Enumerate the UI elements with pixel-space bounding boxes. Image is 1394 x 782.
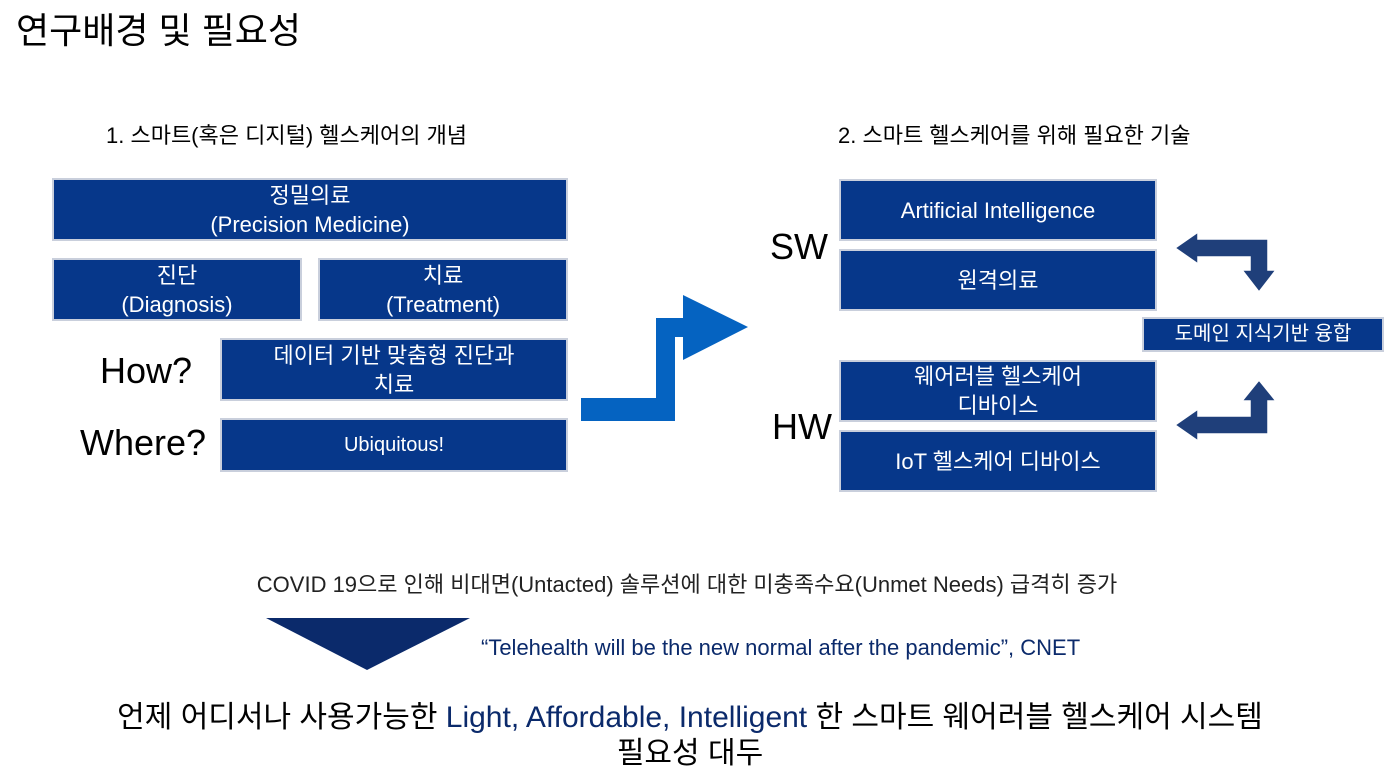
conclusion-line2: 필요성 대두 [616, 737, 764, 770]
domain-fusion-text: 도메인 지식기반 융합 [1174, 323, 1352, 345]
conclusion-highlight: Light, Affordable, Intelligent [445, 701, 808, 734]
conclusion-post: 한 스마트 웨어러블 헬스케어 시스템 [807, 701, 1263, 734]
cnet-quote: “Telehealth will be the new normal after… [481, 635, 1081, 660]
diagnosis-line2: (Diagnosis) [121, 291, 233, 317]
domain-fusion-box: 도메인 지식기반 융합 [1142, 317, 1384, 352]
iot-device-text: IoT 헬스케어 디바이스 [895, 448, 1101, 474]
ai-text: Artificial Intelligence [900, 197, 1096, 223]
precision-medicine-line1: 정밀의료 [269, 182, 351, 208]
diagnosis-line1: 진단 [156, 262, 198, 288]
wearable-device-box: 웨어러블 헬스케어 디바이스 [839, 360, 1157, 422]
ai-box: Artificial Intelligence [839, 179, 1157, 241]
precision-medicine-line2: (Precision Medicine) [210, 211, 410, 237]
page-title: 연구배경 및 필요성 [16, 10, 301, 51]
conclusion-line1: 언제 어디서나 사용가능한 Light, Affordable, Intelli… [0, 700, 1380, 736]
how-label: How? [100, 350, 193, 391]
wearable-device-line1: 웨어러블 헬스케어 [913, 364, 1083, 389]
hw-label: HW [772, 406, 832, 447]
treatment-box: 치료 (Treatment) [318, 258, 568, 321]
where-label: Where? [80, 422, 207, 463]
iot-device-box: IoT 헬스케어 디바이스 [839, 430, 1157, 492]
conclusion-pre: 언제 어디서나 사용가능한 [117, 701, 446, 734]
remote-medicine-box: 원격의료 [839, 249, 1157, 311]
right-section-heading: 2. 스마트 헬스케어를 위해 필요한 기술 [838, 123, 1191, 148]
ubiquitous-box: Ubiquitous! [220, 418, 568, 472]
left-section-heading: 1. 스마트(혹은 디지털) 헬스케어의 개념 [106, 123, 468, 148]
data-based-care-box: 데이터 기반 맞춤형 진단과 치료 [220, 338, 568, 401]
main-flow-arrow-icon [581, 295, 748, 421]
data-based-care-line2: 치료 [373, 371, 415, 397]
down-triangle-icon [266, 618, 470, 670]
sw-return-arrow-icon [1173, 230, 1278, 294]
wearable-device-line2: 디바이스 [957, 393, 1039, 418]
precision-medicine-box: 정밀의료 (Precision Medicine) [52, 178, 568, 241]
treatment-line1: 치료 [422, 262, 464, 288]
covid-statement: COVID 19으로 인해 비대면(Untacted) 솔루션에 대한 미충족수… [256, 572, 1118, 597]
data-based-care-line1: 데이터 기반 맞춤형 진단과 [273, 342, 515, 368]
ubiquitous-text: Ubiquitous! [343, 433, 445, 456]
remote-medicine-text: 원격의료 [957, 267, 1039, 293]
diagnosis-box: 진단 (Diagnosis) [52, 258, 302, 321]
sw-label: SW [770, 226, 828, 267]
hw-return-arrow-icon [1173, 378, 1278, 443]
treatment-line2: (Treatment) [385, 291, 501, 317]
